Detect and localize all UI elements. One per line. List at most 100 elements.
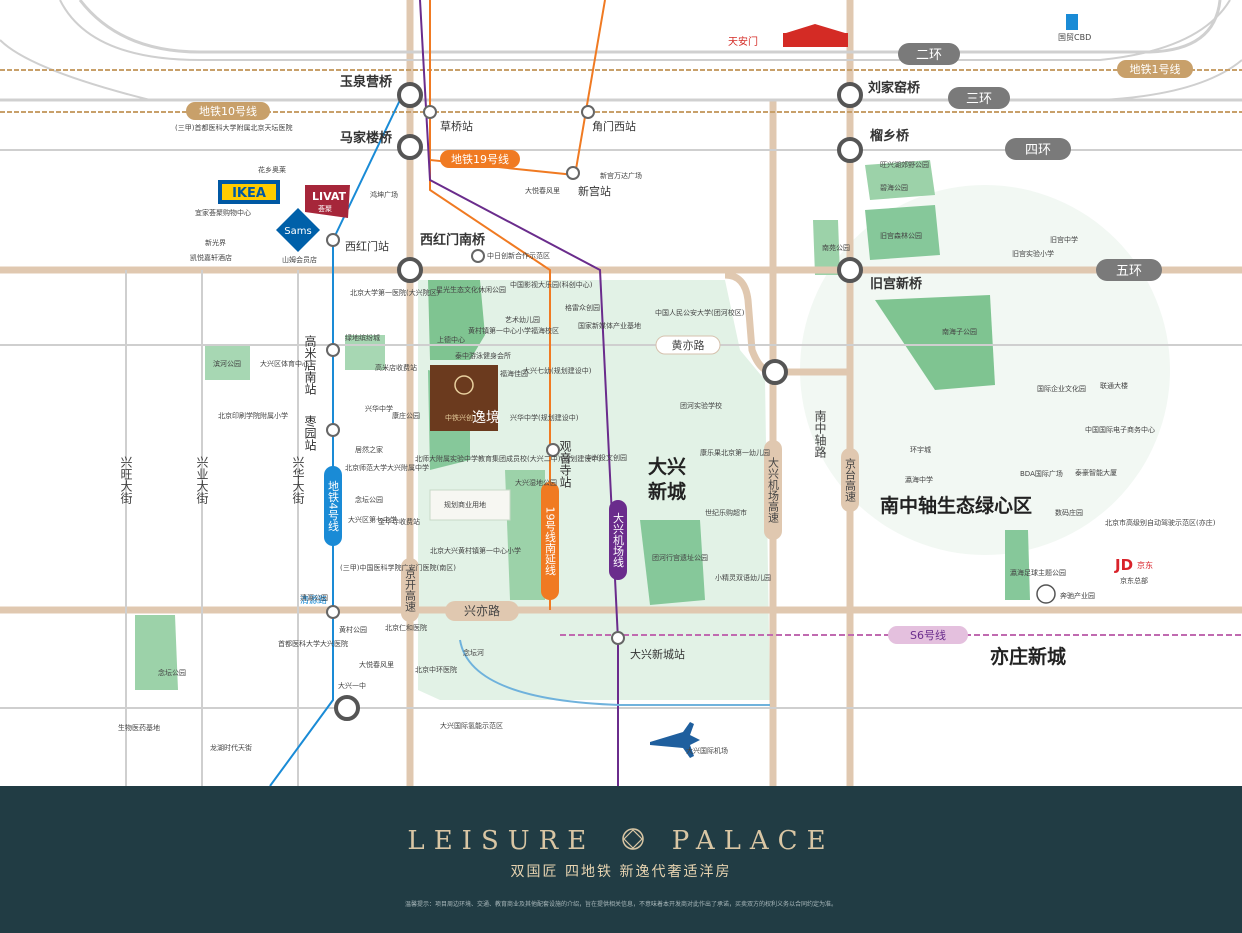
poi-pois_west-14: 北京师范大学大兴附属中学 bbox=[345, 463, 429, 472]
poi-label: 高米店收费站 bbox=[375, 363, 417, 372]
svg-text:刘家窑桥: 刘家窑桥 bbox=[868, 80, 921, 96]
poi-pois_west-23: 黄村公园 bbox=[339, 625, 367, 634]
jd-logo: JD 京东 bbox=[1114, 556, 1153, 574]
poi-label: 大兴一中 bbox=[338, 681, 366, 690]
station-daxingxincheng: 大兴新城站 bbox=[611, 631, 685, 661]
poi-pois_east-15: 北京市高级别自动驾驶示范区(亦庄) bbox=[1105, 518, 1216, 527]
poi-pois_east-5: 旧宫实验小学 bbox=[1012, 249, 1054, 258]
tiananmen-icon: 天安门 bbox=[728, 24, 848, 48]
poi-pois_east-1: 碧海公园 bbox=[880, 183, 908, 192]
poi-pois_west-27: 生物医药基地 bbox=[118, 723, 160, 732]
poi-pois_east-6: 南海子公园 bbox=[942, 327, 977, 336]
svg-text:京开高速: 京开高速 bbox=[404, 567, 417, 612]
guomao-label: 国贸CBD bbox=[1058, 14, 1091, 42]
poi-pois_center-0: 中日创新合作示范区 bbox=[487, 251, 550, 260]
metro-label-line19s: 19号线南延线 bbox=[541, 482, 559, 600]
poi-label: (三甲)首都医科大学附属北京天坛医院 bbox=[175, 123, 292, 132]
poi-pois_west-16: 金华寺收费站 bbox=[378, 517, 420, 526]
poi-pois_center-25: 大兴国际机场 bbox=[686, 746, 728, 755]
poi-pois_west-26: 大兴一中 bbox=[338, 681, 366, 690]
poi-pois_center-26: 念坛河 bbox=[463, 648, 484, 657]
poi-pois_west-25: 大悦春风里 bbox=[359, 660, 394, 669]
poi-label: 规划商业用地 bbox=[444, 500, 486, 509]
poi-pois_west-3: 宜家荟聚购物中心 bbox=[195, 208, 251, 217]
bridge-marker-liujiayao: 刘家窑桥 bbox=[837, 80, 921, 108]
park-xingguang bbox=[428, 280, 485, 360]
poi-label: 花乡奥莱 bbox=[258, 165, 286, 174]
poi-label: 中国国际电子商务中心 bbox=[1085, 425, 1155, 434]
poi-label: 生物医药基地 bbox=[118, 723, 160, 732]
poi-pois_west-1: 花乡奥莱 bbox=[258, 165, 286, 174]
junction-marker-huangyi bbox=[762, 359, 788, 385]
poi-pois_east-12: BDA国际广场 bbox=[1020, 469, 1063, 478]
planned-commercial-land bbox=[429, 489, 511, 521]
bridge-marker-liuxiang: 榴乡桥 bbox=[837, 128, 910, 163]
poi-label: 北京大兴黄村镇第一中心小学 bbox=[430, 546, 521, 555]
poi-label: 念坛公园 bbox=[158, 668, 186, 677]
brand-emblem-icon bbox=[622, 828, 645, 850]
poi-pois_center-22: 小精灵双语幼儿园 bbox=[715, 573, 771, 582]
ring-roads bbox=[0, 0, 1242, 102]
poi-label: 北师大附属实验中学教育集团成员校(大兴二中)(规划建设中) bbox=[415, 454, 601, 463]
road-label-xingyi: 兴亦路 bbox=[445, 601, 519, 621]
svg-text:兴亦路: 兴亦路 bbox=[464, 603, 500, 618]
poi-label: BDA国际广场 bbox=[1020, 469, 1063, 478]
poi-label: 泰豪智能大厦 bbox=[1075, 468, 1117, 477]
poi-label: 康乐果北京第一幼儿园 bbox=[700, 448, 770, 457]
poi-label: 大兴七幼(规划建设中) bbox=[523, 366, 592, 375]
poi-layer: (三甲)首都医科大学附属北京天坛医院花乡奥莱鸿坤广场宜家荟聚购物中心新光界凯悦嘉… bbox=[118, 123, 1216, 755]
project-marker: 中铁兴创 逸境 bbox=[430, 365, 500, 431]
ring-label-fourth: 四环 bbox=[1005, 138, 1071, 160]
metro-airport-track bbox=[419, 0, 619, 786]
poi-pois_east-11: 瀛海中学 bbox=[905, 475, 933, 484]
svg-text:JD: JD bbox=[1114, 556, 1133, 574]
poi-pois_east-18: 京东总部 bbox=[1120, 576, 1148, 585]
poi-label: 居然之家 bbox=[355, 445, 383, 454]
poi-pois_center-6: 国家新媒体产业基地 bbox=[578, 321, 641, 330]
poi-pois_center-14: 北师大附属实验中学教育集团成员校(大兴二中)(规划建设中) bbox=[415, 454, 601, 463]
park-wetland bbox=[505, 470, 545, 600]
poi-pois_west-10: 大兴区体育中心 bbox=[260, 359, 309, 368]
minor-roads bbox=[0, 0, 1242, 786]
poi-pois_center-23: 北京中环医院 bbox=[415, 665, 457, 674]
poi-label: 南苑公园 bbox=[822, 243, 850, 252]
disclaimer-text: 温馨提示：项目周边环境、交通、教育商业及其他配套设施的介绍，旨在提供相关信息，不… bbox=[404, 901, 837, 908]
district-map: 二环 三环 四环 五环 地铁1号线 地铁10号线 地铁19号线 S6号线 地铁4… bbox=[0, 0, 1242, 786]
road-label-xingye: 兴业大街 bbox=[195, 456, 209, 504]
poi-pois_east-10: 环宇城 bbox=[910, 445, 931, 454]
poi-label: 大兴国际机场 bbox=[686, 746, 728, 755]
park-tuanhe bbox=[640, 520, 705, 605]
area-title-daxing-2: 新城 bbox=[648, 480, 686, 503]
poi-pois_center-18: 团河实验学校 bbox=[680, 401, 722, 410]
poi-label: 团河实验学校 bbox=[680, 401, 722, 410]
poi-label: 环宇城 bbox=[910, 445, 931, 454]
svg-text:草桥站: 草桥站 bbox=[440, 119, 473, 133]
poi-label: 大悦春风里 bbox=[525, 186, 560, 195]
brand-tagline: 双国匠 四地铁 新逸代奢适洋房 bbox=[510, 864, 732, 880]
park-binhe bbox=[205, 345, 250, 380]
poi-label: 瀛海足球主题公园 bbox=[1010, 568, 1066, 577]
poi-label: 福海佳园 bbox=[500, 369, 528, 378]
poi-label: 数码庄园 bbox=[1055, 508, 1083, 517]
poi-label: 北京仁和医院 bbox=[385, 623, 427, 632]
poi-pois_west-2: 鸿坤广场 bbox=[370, 190, 398, 199]
poi-label: 清源公园 bbox=[300, 593, 328, 602]
poi-label: 国家新媒体产业基地 bbox=[578, 321, 641, 330]
svg-text:大兴新城站: 大兴新城站 bbox=[630, 647, 685, 661]
poi-pois_east-2: 旧宫森林公园 bbox=[880, 231, 922, 240]
poi-label: 黄村镇第一中心小学福海校区 bbox=[468, 326, 559, 335]
station-guanyinsi: 观音寺站 bbox=[546, 440, 572, 488]
poi-label: 北京市高级别自动驾驶示范区(亦庄) bbox=[1105, 518, 1216, 527]
poi-pois_center-9: 福海佳园 bbox=[500, 369, 528, 378]
poi-pois_center-2: 中国影视大乐园(科创中心) bbox=[510, 280, 593, 289]
road-label-nanzhongzhou: 南中轴路 bbox=[813, 409, 827, 459]
poi-label: 黄村公园 bbox=[339, 625, 367, 634]
metro-label-line19: 地铁19号线 bbox=[440, 150, 520, 168]
park-qingyuan bbox=[135, 615, 178, 690]
poi-pois_west-5: 凯悦嘉轩酒店 bbox=[190, 253, 232, 262]
road-label-xinghua: 兴华大街 bbox=[291, 456, 305, 504]
poi-label: 碧海公园 bbox=[880, 183, 908, 192]
station-qingyuan bbox=[326, 605, 340, 619]
brand-word-right: PALACE bbox=[671, 826, 835, 856]
